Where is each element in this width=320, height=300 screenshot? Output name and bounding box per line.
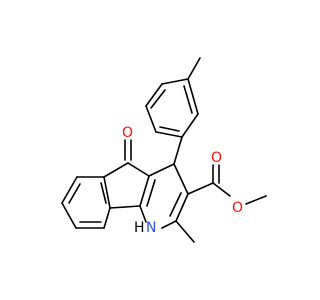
ester-ether-oxygen-label: O <box>232 200 243 216</box>
bond-tolyl-inner-c <box>183 85 193 114</box>
bond-tolyl-5 <box>181 113 199 138</box>
bond-c4a-c9a <box>139 175 150 207</box>
bond-benzo-inner-c <box>100 182 107 204</box>
bond-tolyl-3 <box>145 105 157 133</box>
bond-c2-c3 <box>175 193 189 222</box>
bond-tolyl-inner-b <box>159 126 180 132</box>
bond-c2-methyl <box>175 220 195 243</box>
bond-methyl-tolyl <box>187 57 201 80</box>
bond-c5a-c9b <box>103 176 111 209</box>
bond-benzo-3 <box>61 202 77 229</box>
bond-tolyl-6 <box>187 78 199 115</box>
structure-drawing: O O O H N <box>61 57 267 243</box>
bond-c3-c4 <box>173 163 189 195</box>
ester-carbonyl-oxygen-label: O <box>211 150 222 166</box>
bond-c2-c3-inner <box>169 192 182 217</box>
bond-tolyl-c4 <box>173 136 183 165</box>
ketone-oxygen-label: O <box>122 125 133 141</box>
bond-c4a-c5 <box>127 162 150 177</box>
bond-tolyl-inner-a <box>150 89 166 109</box>
bond-c9b-c9a <box>109 205 141 209</box>
bond-n1-c2 <box>161 220 177 229</box>
bond-tolyl-1 <box>161 78 189 85</box>
bond-carbonyl-oether <box>212 182 231 197</box>
molecule-diagram: O O O H N <box>61 57 267 243</box>
bond-oether-methyl <box>245 195 267 205</box>
bond-c3-carbonyl <box>187 182 214 195</box>
bond-tolyl-2 <box>145 83 163 107</box>
bond-c5-c5a <box>103 162 129 178</box>
bond-c4-c4a <box>148 163 175 177</box>
ring-nitrogen-h-label: H <box>134 220 145 236</box>
bond-tolyl-4 <box>155 131 183 138</box>
ring-nitrogen-label: N <box>146 220 156 236</box>
bond-c4a-c9a-inner <box>146 179 156 207</box>
bond-c9a-n1 <box>139 205 147 223</box>
bond-benzo-5 <box>103 207 111 229</box>
bond-benzo-2 <box>61 176 78 204</box>
bond-benzo-inner-a <box>68 183 81 204</box>
